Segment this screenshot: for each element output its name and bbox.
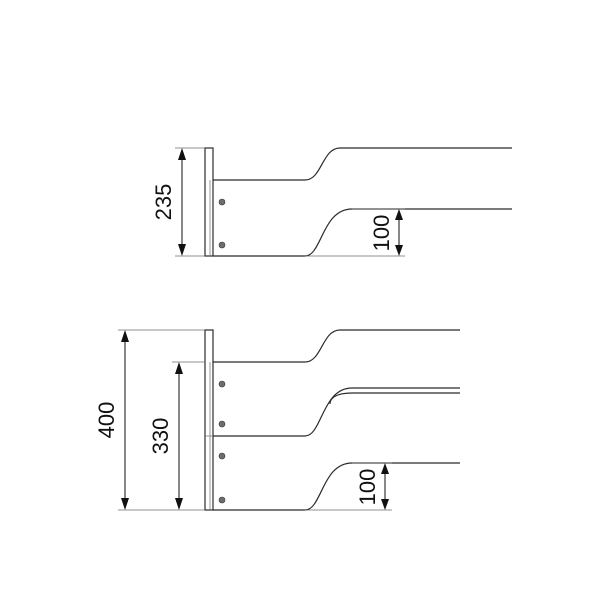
dimension-label-100-bottom: 100 bbox=[355, 469, 380, 506]
dimension-235: 235 bbox=[151, 147, 205, 257]
arrow-up-icon bbox=[175, 362, 183, 374]
bolt-icon bbox=[218, 241, 226, 249]
bolt-icon bbox=[218, 198, 226, 206]
dimension-400: 400 bbox=[94, 329, 205, 511]
shelf-arm-lower bbox=[213, 208, 512, 257]
shelf-arm-3 bbox=[213, 462, 460, 511]
dimension-label-400: 400 bbox=[94, 402, 119, 439]
arrow-down-icon bbox=[381, 499, 389, 510]
arrow-down-icon bbox=[395, 245, 403, 256]
arrow-up-icon bbox=[121, 330, 129, 342]
arrow-down-icon bbox=[175, 498, 183, 510]
bolt-icon bbox=[218, 496, 226, 504]
arrow-down-icon bbox=[121, 498, 129, 510]
shelf-arm-2 bbox=[213, 387, 460, 437]
wall-plate bbox=[204, 147, 214, 257]
arrow-down-icon bbox=[178, 244, 186, 256]
dimension-330: 330 bbox=[148, 361, 205, 510]
shelf-arm-upper bbox=[213, 147, 512, 181]
wall-plate bbox=[204, 329, 214, 511]
dimension-100-bottom: 100 bbox=[305, 462, 392, 511]
dimension-label-235: 235 bbox=[151, 184, 176, 221]
bottom-assembly: 400 330 100 bbox=[94, 329, 460, 511]
bolt-icon bbox=[218, 452, 226, 460]
shelf-arm-1 bbox=[213, 329, 460, 363]
dimension-label-100-top: 100 bbox=[369, 215, 394, 252]
shelf-arm-2-inner bbox=[329, 392, 460, 405]
top-assembly: 235 100 bbox=[151, 147, 512, 257]
bolt-icon bbox=[218, 420, 226, 428]
dimension-100-top: 100 bbox=[305, 208, 405, 257]
bolt-icon bbox=[218, 380, 226, 388]
arrow-up-icon bbox=[381, 463, 389, 474]
arrow-up-icon bbox=[395, 209, 403, 220]
arrow-up-icon bbox=[178, 148, 186, 160]
dimension-label-330: 330 bbox=[148, 418, 173, 455]
